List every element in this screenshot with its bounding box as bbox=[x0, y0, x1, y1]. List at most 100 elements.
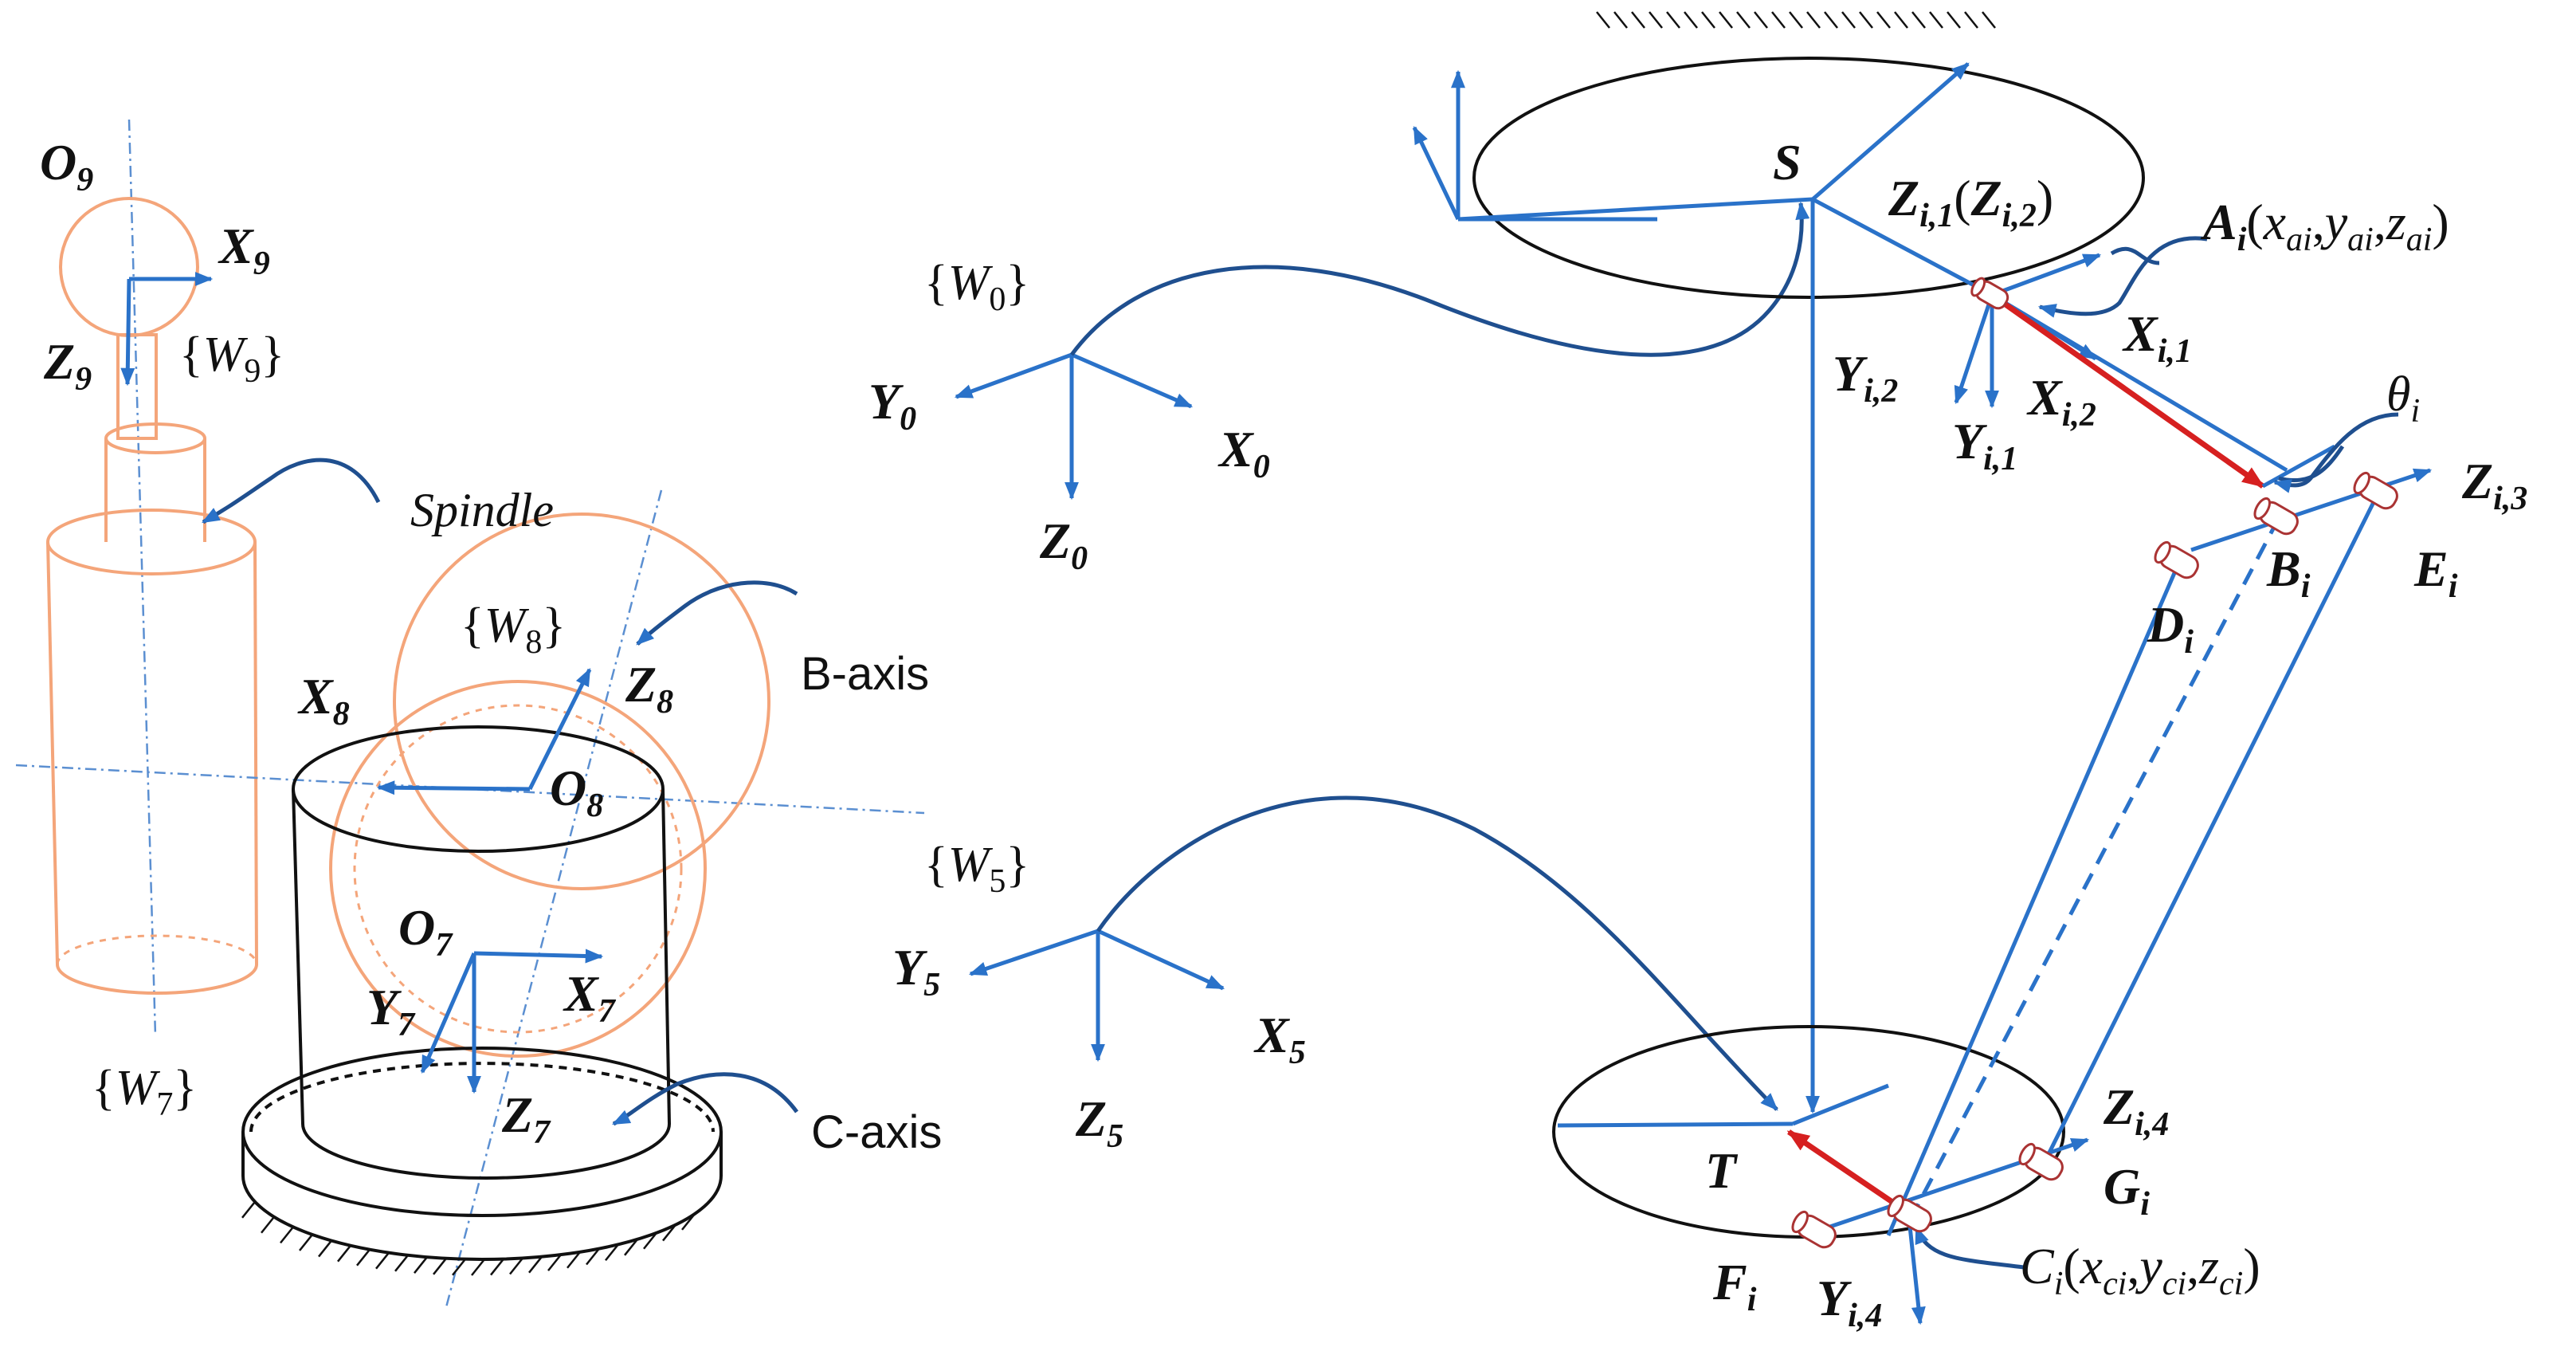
y0-axis-arrow bbox=[954, 352, 1072, 399]
label-ei: Ei bbox=[2413, 540, 2458, 605]
label-x7: X7 bbox=[563, 965, 617, 1030]
fixed-platform bbox=[1412, 11, 2145, 1114]
yi2-axis-arrow bbox=[1954, 294, 1994, 405]
label-ai-coords: Ai(xai,yai,zai) bbox=[2200, 194, 2449, 258]
x0-axis-arrow bbox=[1071, 352, 1194, 409]
label-zi3: Zi,3 bbox=[2461, 453, 2527, 517]
joint-g bbox=[2018, 1142, 2064, 1181]
ground-hatch-left bbox=[241, 1201, 696, 1276]
hatch-mark bbox=[567, 1251, 581, 1269]
hatch-mark bbox=[490, 1258, 504, 1276]
label-o8: O8 bbox=[550, 760, 603, 824]
hatch-mark bbox=[662, 1223, 676, 1242]
label-bi: Bi bbox=[2266, 540, 2311, 605]
label-zi1-zi2: Zi,1(Zi,2) bbox=[1888, 170, 2053, 234]
table-body-bottom bbox=[301, 1123, 671, 1180]
x8-axis-arrow bbox=[376, 780, 531, 795]
x5-axis-arrow bbox=[1096, 929, 1225, 991]
hatch-mark bbox=[261, 1216, 275, 1234]
joint-e bbox=[2353, 471, 2398, 510]
joint-b bbox=[2253, 497, 2299, 536]
joints bbox=[1791, 277, 2398, 1249]
hatch-mark bbox=[471, 1259, 485, 1276]
label-z9: Z9 bbox=[43, 333, 92, 398]
hatch-mark bbox=[356, 1248, 371, 1267]
link-e-to-g bbox=[2041, 491, 2381, 1165]
label-w0: {W0} bbox=[924, 256, 1029, 318]
hatch-mark bbox=[528, 1255, 543, 1274]
hatch-mark bbox=[299, 1234, 313, 1251]
yi4-axis-arrow bbox=[1906, 1211, 1926, 1326]
label-o9: O9 bbox=[40, 134, 93, 198]
b-axis-disc-outer bbox=[393, 513, 770, 890]
label-s: S bbox=[1773, 134, 1802, 190]
hatch-mark bbox=[452, 1258, 466, 1276]
label-t: T bbox=[1705, 1142, 1739, 1199]
label-xi2: Xi,2 bbox=[2026, 369, 2096, 434]
b-axis-leader bbox=[636, 580, 798, 646]
hatch-mark bbox=[1649, 11, 1663, 29]
zi1-axis-arrow bbox=[1991, 253, 2102, 297]
hatch-mark bbox=[1841, 11, 1856, 29]
hatch-mark bbox=[241, 1201, 256, 1219]
joint-c bbox=[1887, 1194, 1932, 1233]
label-y0: Y0 bbox=[868, 373, 916, 438]
hatch-mark bbox=[1806, 11, 1821, 29]
hatch-mark bbox=[1701, 11, 1715, 29]
spindle-assembly bbox=[46, 119, 258, 1037]
hatch-mark bbox=[1719, 11, 1733, 29]
label-x8: X8 bbox=[297, 668, 350, 732]
link-d-to-f bbox=[1886, 561, 2182, 1236]
label-x0: X0 bbox=[1217, 421, 1270, 485]
hatch-mark bbox=[1754, 11, 1768, 29]
label-y7: Y7 bbox=[367, 979, 416, 1043]
hatch-mark bbox=[605, 1243, 619, 1262]
label-ci-coords: Ci(xci,yci,zci) bbox=[2020, 1238, 2260, 1302]
label-c-axis: C-axis bbox=[811, 1106, 942, 1158]
z9-axis-arrow bbox=[120, 278, 135, 387]
hatch-mark bbox=[1929, 11, 1943, 29]
hatch-mark bbox=[1824, 11, 1838, 29]
label-xi1: Xi,1 bbox=[2122, 305, 2192, 370]
hatch-mark bbox=[1947, 11, 1961, 29]
base-plate-bottom bbox=[241, 1175, 723, 1261]
y7-axis-arrow bbox=[420, 952, 476, 1074]
label-fi: Fi bbox=[1712, 1254, 1757, 1318]
spindle-body-bottom bbox=[56, 964, 258, 995]
label-di: Di bbox=[2147, 596, 2194, 661]
hatch-mark bbox=[394, 1255, 409, 1272]
y5-axis-arrow bbox=[968, 929, 1099, 976]
joint-f bbox=[1791, 1210, 1837, 1249]
platform-vertical-arrow-2 bbox=[1412, 125, 1461, 221]
label-x5: X5 bbox=[1253, 1007, 1306, 1071]
ai-leader bbox=[2037, 236, 2208, 318]
hatch-mark bbox=[318, 1239, 332, 1258]
label-theta: θi bbox=[2386, 367, 2420, 430]
w0-to-s-leader bbox=[1069, 201, 1810, 357]
base-plate-top bbox=[241, 1047, 723, 1217]
label-yi2: Yi,2 bbox=[1833, 345, 1898, 410]
hatch-mark bbox=[547, 1254, 562, 1271]
c-axis-rotary-table bbox=[241, 725, 723, 1276]
hatch-mark bbox=[1771, 11, 1786, 29]
label-yi4: Yi,4 bbox=[1817, 1270, 1882, 1334]
moving-platform-ellipse bbox=[1552, 1025, 2065, 1239]
label-z8: Z8 bbox=[625, 656, 673, 721]
hatch-mark bbox=[586, 1247, 600, 1266]
label-y5: Y5 bbox=[892, 939, 940, 1003]
b-axis-disc-inner bbox=[329, 680, 707, 1058]
hatch-mark bbox=[1982, 11, 1996, 29]
label-gi: Gi bbox=[2104, 1158, 2150, 1223]
moving-platform-x-line bbox=[1557, 1121, 1794, 1128]
spindle-leader bbox=[202, 458, 381, 524]
frame-w9 bbox=[120, 272, 214, 387]
spindle-body-top bbox=[46, 509, 257, 575]
spindle-centerline bbox=[127, 119, 157, 1037]
hatch-mark bbox=[1613, 11, 1628, 29]
hatch-mark bbox=[1666, 11, 1680, 29]
joint-a bbox=[1970, 277, 2009, 310]
hatch-mark bbox=[337, 1244, 351, 1263]
label-o7: O7 bbox=[398, 899, 453, 964]
a-to-b-vector bbox=[1990, 293, 2265, 489]
hatch-mark bbox=[681, 1213, 696, 1231]
